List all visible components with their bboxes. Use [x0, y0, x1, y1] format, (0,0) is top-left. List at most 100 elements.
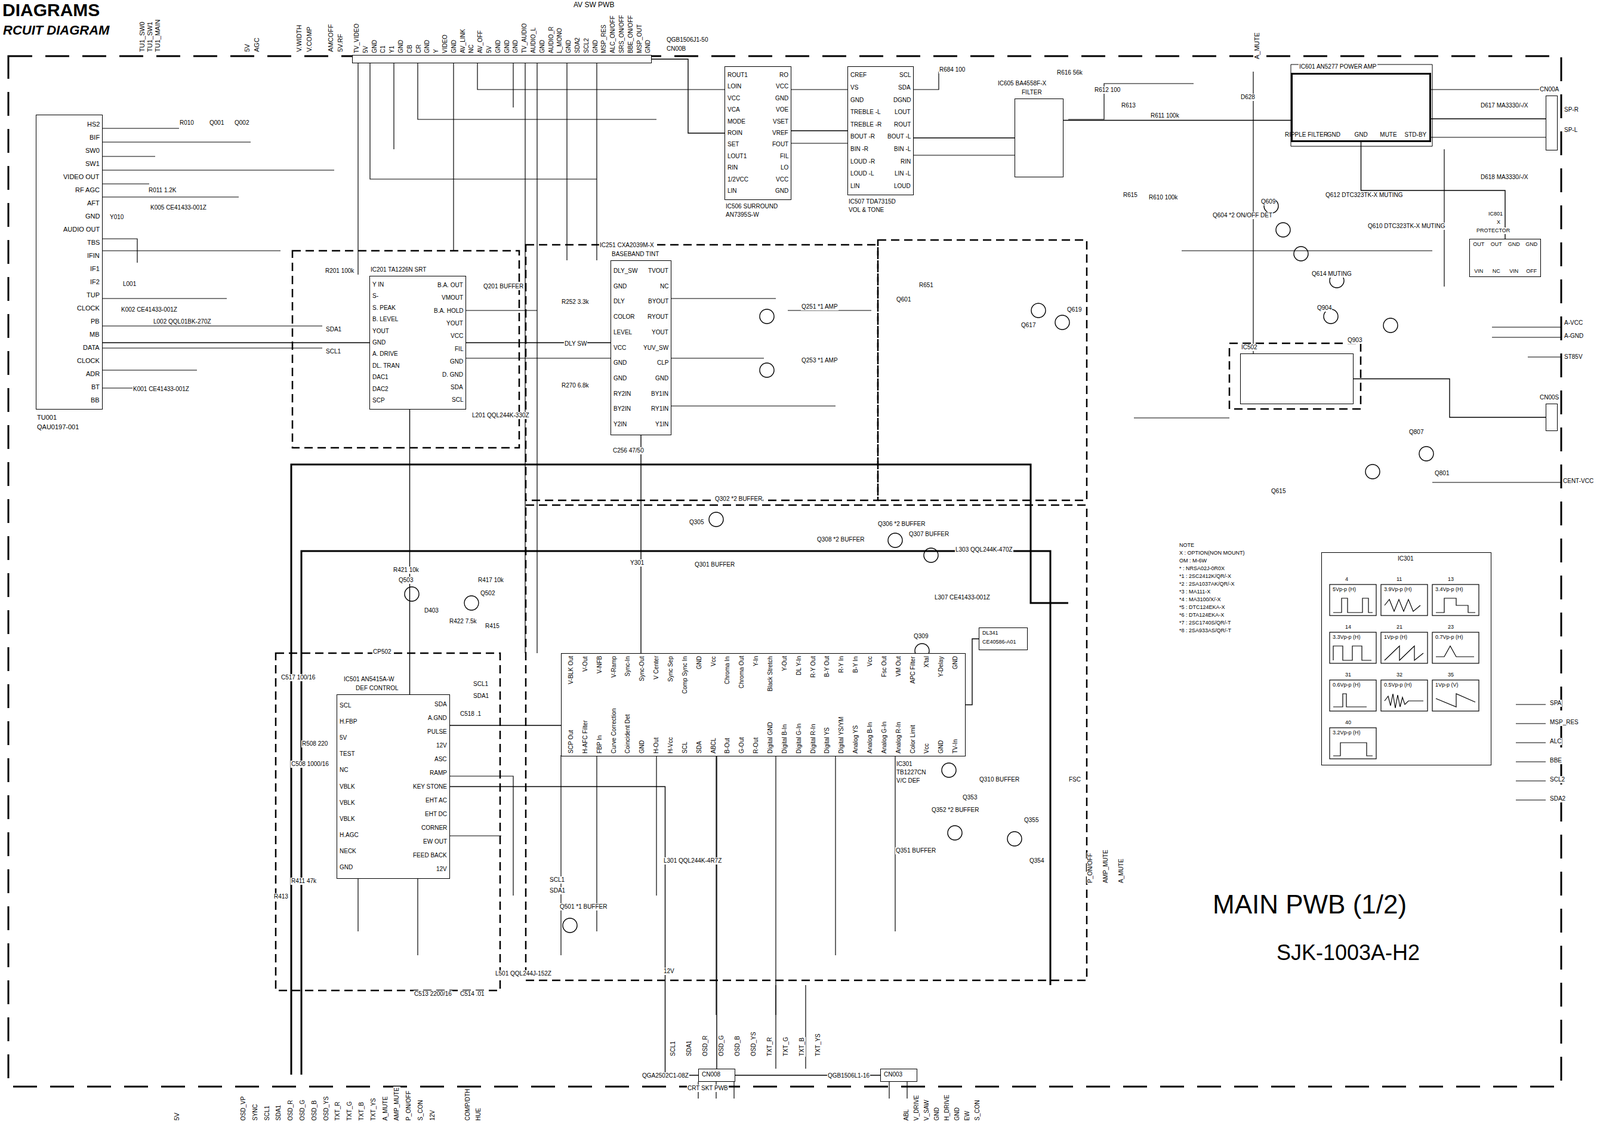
pin-name: GND: [1354, 131, 1368, 139]
ic-label: CRT SKT PWB: [686, 1084, 729, 1092]
part-label: Q307 BUFFER: [908, 530, 950, 538]
pin-name: GND: [951, 655, 960, 670]
pin-name: GND: [613, 374, 627, 382]
part-label: FSC: [1068, 775, 1082, 783]
pin-name: Curve Correction: [610, 707, 618, 754]
pin-name: MODE: [727, 118, 746, 126]
pin-name: DL Y-In: [795, 655, 803, 675]
part-label: AMP_MUTE: [393, 1086, 401, 1121]
ic-label: CN00S: [1539, 393, 1560, 402]
part-label: Q502: [479, 589, 496, 597]
part-label: AV SW PWB: [572, 1, 615, 10]
part-label: S_CON: [973, 1099, 982, 1121]
wire-drawing: [562, 917, 578, 933]
pin-name: FBP In: [596, 735, 604, 754]
part-label: VIDEO: [441, 34, 449, 54]
ic-box: CN003QGB1506L1-16: [880, 1068, 918, 1082]
wire-drawing: [1432, 632, 1479, 664]
part-label: OSD_VP: [239, 1095, 248, 1121]
pin-name: H.AGC: [339, 831, 359, 839]
part-label: OSD_R: [701, 1034, 709, 1057]
pin-name: Y IN: [372, 281, 384, 289]
ic-label: CN00A: [1539, 85, 1560, 94]
pin-name: BIF: [89, 133, 100, 142]
pin-name: VBLK: [339, 782, 356, 791]
part-label: MSP_RES: [600, 23, 608, 54]
part-label: AUDIO_R: [547, 26, 556, 54]
part-label: CENT-VCC: [1562, 477, 1595, 485]
part-label: 11: [1395, 575, 1403, 582]
part-label: 0.5Vp-p (H): [1383, 681, 1413, 688]
ic-box: IC601 AN5277 POWER AMPRIPPLE FILTERGNDGN…: [1290, 72, 1432, 143]
part-label: Q253 *1 AMP: [800, 356, 839, 365]
pin-name: FIL: [454, 345, 464, 353]
part-label: OSD_G: [298, 1098, 307, 1121]
part-label: Y: [432, 48, 440, 54]
pin-name: EW OUT: [423, 837, 447, 846]
pin-name: IF1: [90, 264, 100, 273]
part-label: Q604 *2 ON/OFF DET: [1212, 211, 1273, 220]
part-label: Q351 BUFFER: [895, 846, 937, 855]
part-label: AMCOFF: [327, 23, 335, 53]
part-label: K001 CE41433-001Z: [132, 385, 190, 393]
part-label: 31: [1344, 671, 1352, 678]
wire-drawing: [1333, 742, 1373, 756]
part-label: SDA1: [549, 886, 566, 894]
part-label: R612 100: [1093, 86, 1121, 94]
part-label: K005 CE41433-001Z: [149, 204, 208, 212]
pin-name: GND: [613, 282, 627, 291]
part-label: AGC: [253, 37, 261, 53]
ic-box: IC506 SURROUNDAN7395S-WROUT1LOINVCCVCAMO…: [724, 66, 792, 200]
wire-drawing: [941, 762, 957, 778]
part-label: L201 QQL244K-330Z: [471, 411, 530, 419]
pin-name: VBLK: [339, 815, 356, 823]
part-label: L301 QQL244K-4R7Z: [663, 856, 723, 865]
pin-name: NC: [339, 766, 348, 774]
pin-name: DAC1: [372, 373, 389, 381]
part-label: CP502: [372, 648, 393, 656]
part-label: Q609: [1260, 198, 1276, 206]
pin-name: CREF: [850, 71, 867, 79]
wire-connector: [449, 724, 561, 726]
pin-name: Vcc: [866, 655, 874, 667]
pin-name: VS: [850, 84, 859, 92]
part-label: AV_LINK: [459, 28, 467, 54]
wire-drawing: [101, 62, 1562, 1099]
part-label: EW: [963, 1110, 971, 1121]
pin-name: GND: [937, 740, 945, 754]
part-label: GND: [933, 1106, 941, 1121]
part-label: RCUIT DIAGRAM: [2, 22, 110, 38]
part-label: SRS_ON/OFF: [618, 14, 626, 54]
pin-name: LIN -L: [894, 170, 911, 178]
pin-name: Y-Out: [781, 655, 789, 671]
part-label: HUE: [475, 1107, 483, 1121]
part-label: Q309: [913, 632, 929, 640]
wire-connector: [913, 137, 1015, 138]
part-label: V.WIDTH: [295, 24, 304, 53]
wire-drawing: [1380, 679, 1428, 711]
part-label: 3.3Vp-p (H): [1332, 633, 1362, 640]
wire-drawing: [291, 64, 1433, 1075]
part-label: SJK-1003A-H2: [1275, 939, 1421, 965]
part-label: Q352 *2 BUFFER: [930, 806, 980, 814]
pin-name: BB: [90, 396, 100, 405]
pin-name: R-Y Out: [809, 655, 818, 678]
pin-name: COLOR: [613, 313, 635, 321]
part-label: SDA2: [574, 37, 582, 54]
pin-name: SCP: [372, 396, 385, 405]
part-label: *8 : 2SA933AS/QR/-T: [1178, 627, 1232, 634]
part-label: 14: [1344, 623, 1352, 630]
part-label: L307 CE41433-001Z: [933, 593, 991, 601]
wire-drawing: [1435, 693, 1476, 707]
pin-name: CLOCK: [76, 304, 100, 313]
pin-name: ADR: [85, 370, 100, 378]
pin-name: CORNER: [421, 824, 447, 832]
pin-name: SCL: [451, 396, 464, 404]
part-label: GND: [512, 39, 520, 54]
ic-label: BASEBAND TINT: [611, 250, 660, 258]
part-label: S_CON: [417, 1099, 425, 1121]
wire-drawing: [1419, 446, 1434, 461]
part-label: GND: [592, 39, 600, 54]
part-label: Q305: [688, 518, 705, 526]
pin-name: Analog R-In: [895, 721, 903, 754]
